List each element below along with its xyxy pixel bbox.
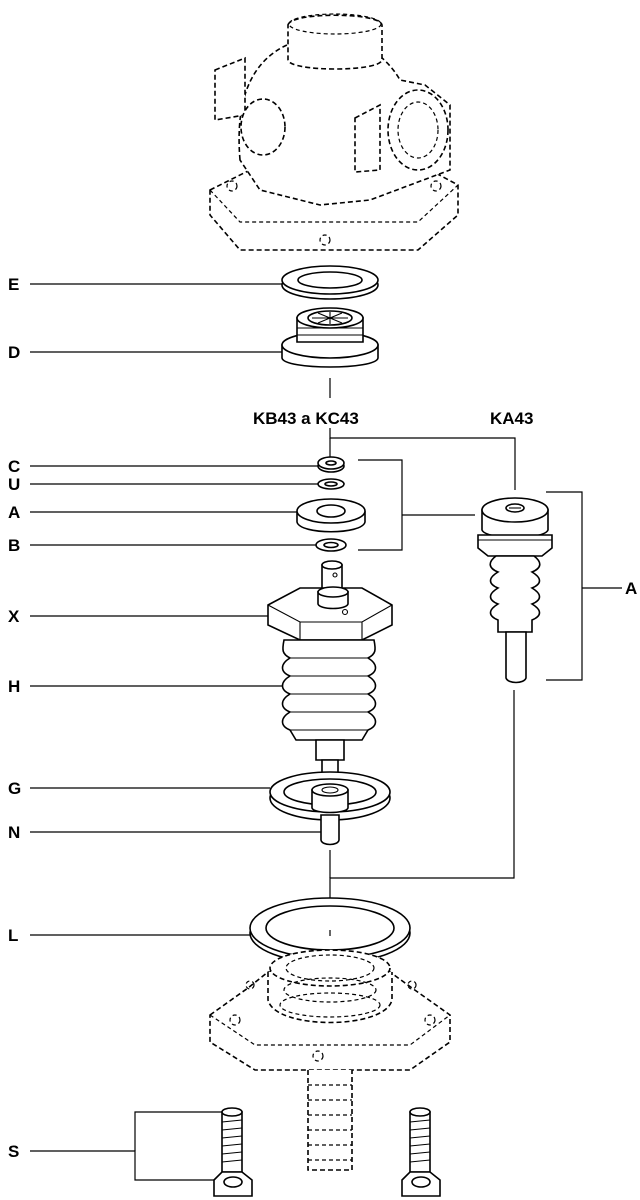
label-x: X [8, 607, 20, 626]
part-s-nut-left [213, 1171, 253, 1197]
label-e: E [8, 275, 19, 294]
label-u: U [8, 475, 20, 494]
label-b: B [8, 536, 20, 555]
part-s-nut-right [401, 1171, 441, 1197]
label-d: D [8, 343, 20, 362]
label-l: L [8, 926, 18, 945]
label-a-right: A [625, 579, 637, 598]
part-b-washer [315, 538, 347, 552]
variant-label-kb43-kc43: KB43 a KC43 [253, 409, 359, 428]
part-a-seat [296, 498, 366, 533]
part-e-gasket [281, 265, 379, 300]
part-s-stud-left [221, 1107, 243, 1173]
part-c-ring [317, 456, 345, 473]
part-u-washer [317, 478, 345, 490]
variant-label-ka43: KA43 [490, 409, 533, 428]
part-d-nut [281, 307, 379, 368]
label-s: S [8, 1142, 19, 1161]
valve-body-top [209, 13, 459, 251]
label-a-left: A [8, 503, 20, 522]
part-n-pin [320, 814, 340, 846]
part-h-bellows [281, 639, 377, 779]
label-h: H [8, 677, 20, 696]
label-c: C [8, 457, 20, 476]
label-g: G [8, 779, 21, 798]
part-g-diaphragm [269, 771, 391, 821]
valve-body-bottom [209, 949, 451, 1171]
part-s-stud-right [409, 1107, 431, 1173]
part-a-cartridge [477, 497, 553, 684]
part-x-hex-cap [267, 560, 393, 641]
label-n: N [8, 823, 20, 842]
